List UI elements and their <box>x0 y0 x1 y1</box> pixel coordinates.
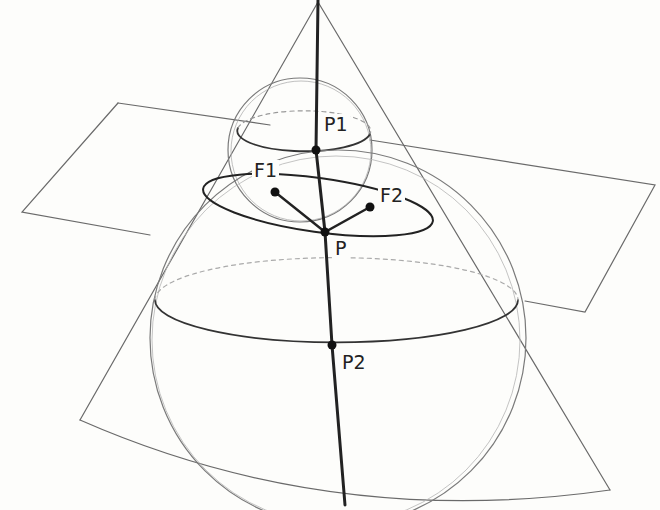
point-label: P <box>333 238 348 259</box>
point-label: P2 <box>340 352 368 373</box>
plane-edge <box>22 103 150 235</box>
large-sphere-shade <box>152 156 520 510</box>
tangent-circle <box>237 128 370 151</box>
point-dot <box>366 203 375 212</box>
tangent-circle <box>155 300 518 342</box>
point-label: F2 <box>378 185 405 206</box>
large-sphere <box>150 150 526 510</box>
focal-radius <box>275 192 370 232</box>
tangent-circle-back <box>238 111 371 134</box>
point-label: P1 <box>322 114 350 135</box>
point-dot <box>271 188 280 197</box>
tangent-circle-back <box>155 258 518 300</box>
point-label: F1 <box>252 160 279 181</box>
small-sphere-shade <box>231 81 371 221</box>
point-dot <box>328 341 337 350</box>
point-dot <box>312 146 321 155</box>
cone-side <box>318 2 610 490</box>
point-dot <box>321 228 330 237</box>
